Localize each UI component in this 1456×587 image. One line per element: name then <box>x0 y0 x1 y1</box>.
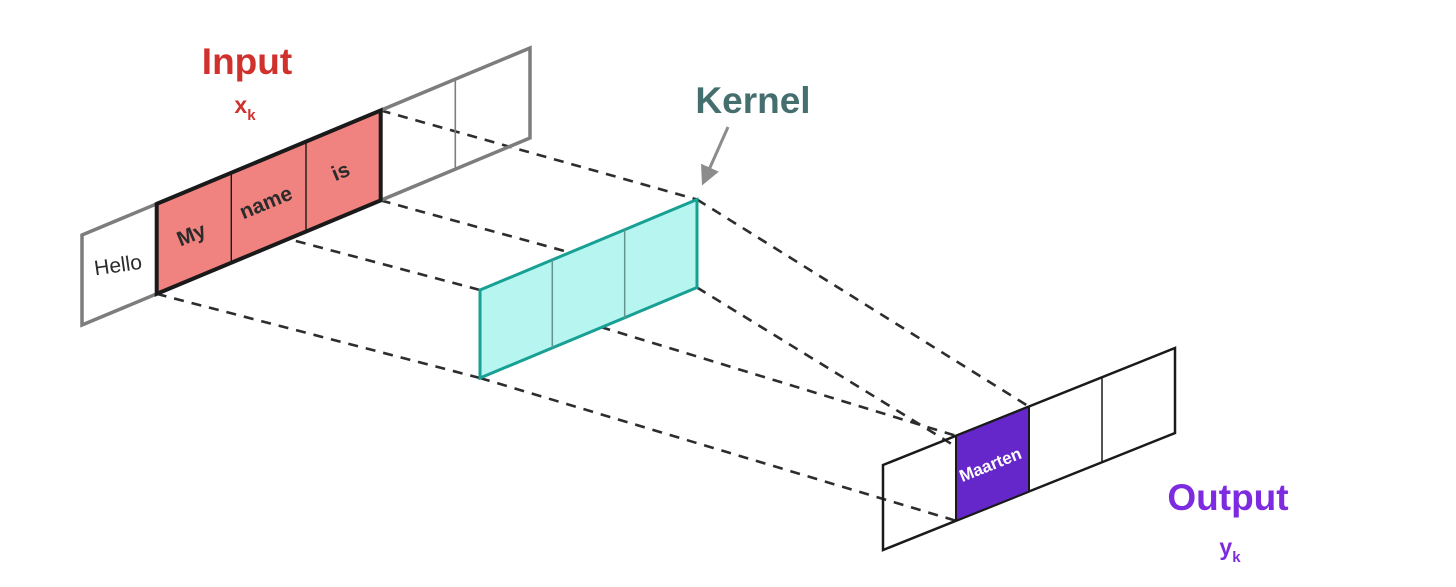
input-cell-label-hello: Hello <box>93 251 144 280</box>
output-strip-outline <box>881 346 1177 552</box>
labels-group: Input xk Kernel Output yk <box>202 41 1289 566</box>
output-strip: Maarten <box>881 346 1177 552</box>
input-variable-label: xk <box>234 92 256 124</box>
input-highlight-region <box>154 107 383 297</box>
connector-line <box>479 376 957 523</box>
output-highlight-cell <box>955 405 1030 523</box>
kernel-strip-outline <box>478 197 699 381</box>
input-variable-subscript: k <box>247 107 256 124</box>
output-title: Output <box>1167 477 1288 518</box>
connector-line <box>479 288 957 438</box>
connector-line <box>380 109 698 201</box>
connector-line <box>156 292 481 380</box>
kernel-pointer-arrow <box>701 126 730 186</box>
kernel-strip <box>478 197 699 381</box>
connector-line <box>696 198 1030 408</box>
input-strip: Hello My name is <box>80 45 532 328</box>
output-variable-subscript: k <box>1232 549 1241 566</box>
output-variable-label: yk <box>1219 534 1241 566</box>
input-title: Input <box>202 41 292 82</box>
kernel-title: Kernel <box>695 80 810 121</box>
output-variable: y <box>1219 534 1232 560</box>
input-variable: x <box>234 92 247 118</box>
